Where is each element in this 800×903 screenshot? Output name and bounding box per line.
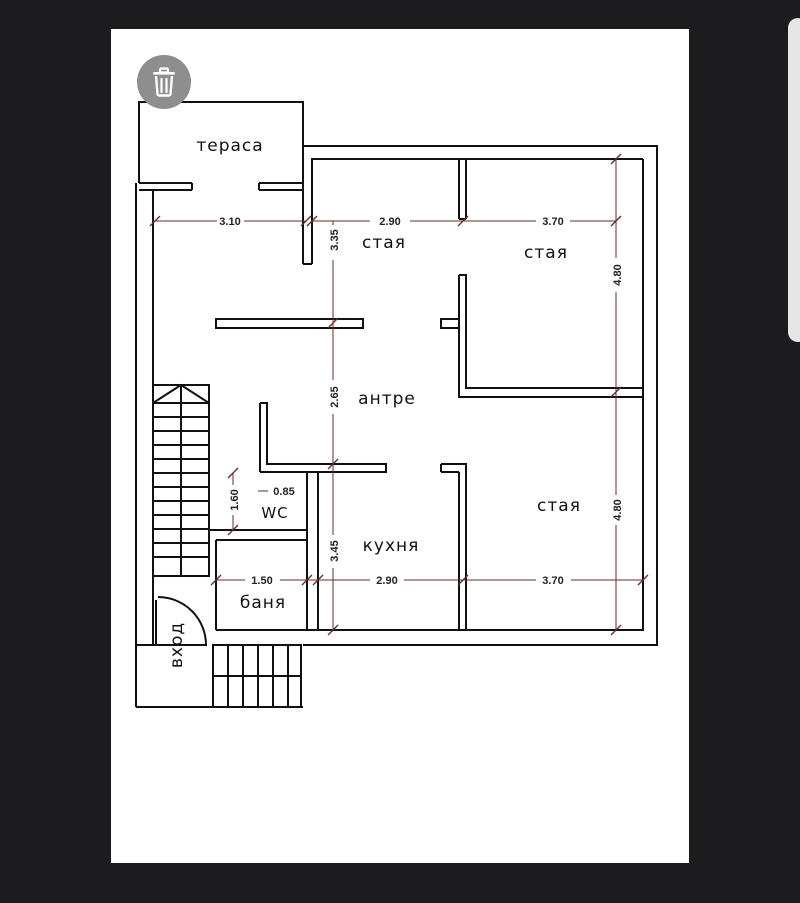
dimension-label: 3.70: [542, 216, 563, 228]
dimension-label: 3.45: [329, 540, 341, 561]
side-panel-edge[interactable]: [788, 18, 800, 342]
room-label-hall: антре: [358, 389, 416, 409]
room-label-room: стая: [537, 496, 581, 516]
dimension-label: 1.60: [229, 489, 241, 510]
dimension-label: 3.10: [219, 216, 240, 228]
dimension-label: 4.80: [612, 499, 624, 520]
dimension-label: 2.90: [376, 575, 397, 587]
dimension-label: 4.80: [612, 264, 624, 285]
dimension-label: 3.70: [542, 575, 563, 587]
room-label-wc: WC: [261, 504, 288, 522]
room-label-room: стая: [524, 243, 568, 263]
room-label-room: стая: [362, 233, 406, 253]
dimension-label: 3.35: [329, 229, 341, 250]
floor-plan-photo[interactable]: 3.10 2.90 3.70 3.35 4.80 2.65 4.80 1.60 …: [111, 29, 689, 863]
floor-plan-drawing: 3.10 2.90 3.70 3.35 4.80 2.65 4.80 1.60 …: [135, 101, 658, 708]
dimension-label: 2.65: [329, 386, 341, 407]
delete-button[interactable]: [137, 55, 191, 109]
room-label-terrace: тераса: [196, 136, 263, 156]
room-label-bath: баня: [240, 593, 286, 613]
dimension-label: 1.50: [251, 575, 272, 587]
trash-icon: [153, 67, 175, 97]
room-label-kitchen: кухня: [363, 536, 420, 556]
room-label-entrance: вход: [167, 622, 187, 668]
dimension-label: 0.85: [273, 486, 294, 498]
dimension-label: 2.90: [379, 216, 400, 228]
